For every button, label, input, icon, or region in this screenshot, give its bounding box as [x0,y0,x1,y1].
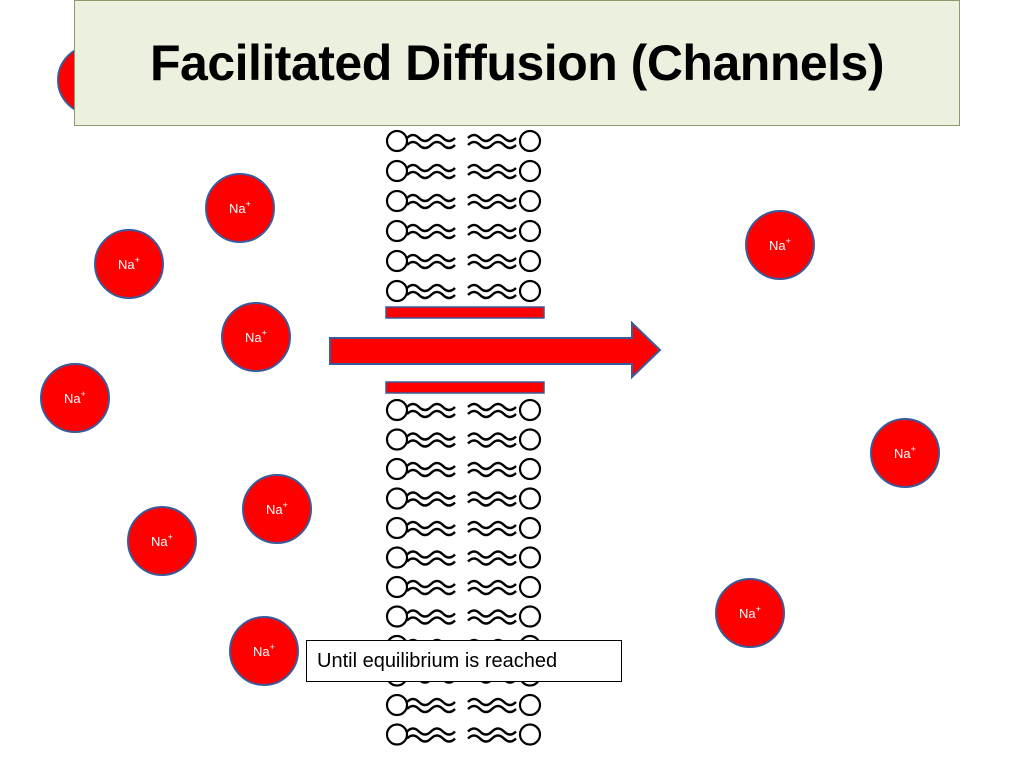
svg-text:Na+: Na+ [769,236,791,253]
phospholipid-row [385,457,542,481]
sodium-ion: Na+ [229,616,299,686]
slide-title: Facilitated Diffusion (Channels) [149,35,885,91]
channel-protein-top [385,306,545,319]
channel-protein-bottom [385,381,545,394]
sodium-ion: Na+ [127,506,197,576]
svg-text:Na+: Na+ [266,500,288,517]
sodium-ion: Na+ [745,210,815,280]
channel-protein [385,306,545,394]
svg-text:Na+: Na+ [229,199,251,216]
svg-text:Na+: Na+ [64,389,86,406]
phospholipid-row [385,159,542,183]
svg-text:Na+: Na+ [245,328,267,345]
equilibrium-caption: Until equilibrium is reached [306,640,622,682]
svg-text:Na+: Na+ [253,642,275,659]
phospholipid-row [385,693,542,717]
phospholipid-row [385,723,542,746]
sodium-ion: Na+ [242,474,312,544]
sodium-ion: Na+ [870,418,940,488]
phospholipid-row [385,605,542,628]
phospholipid-row [385,249,542,273]
diffusion-arrow [329,320,662,380]
phospholipid-row [385,487,542,510]
caption-text: Until equilibrium is reached [317,649,558,672]
phospholipid-row [385,219,542,243]
svg-text:Na+: Na+ [151,532,173,549]
sodium-ion: Na+ [40,363,110,433]
svg-text:Na+: Na+ [894,444,916,461]
svg-text:Na+: Na+ [118,255,140,272]
phospholipid-row [385,279,542,303]
svg-text:Na+: Na+ [739,604,761,621]
sodium-ion: Na+ [221,302,291,372]
phospholipid-row [385,189,542,213]
sodium-ion: Na+ [205,173,275,243]
sodium-ion: Na+ [94,229,164,299]
title-box: Facilitated Diffusion (Channels) [74,0,960,126]
sodium-ion: Na+ [715,578,785,648]
phospholipid-row [385,516,542,540]
phospholipid-row [385,575,542,599]
phospholipid-row [385,398,542,422]
phospholipid-row [385,428,542,451]
sodium-ions: Na+Na+Na+Na+Na+Na+Na+Na+Na+Na+Na+ [40,45,940,686]
phospholipid-row [385,546,542,569]
phospholipid-row [385,129,542,153]
